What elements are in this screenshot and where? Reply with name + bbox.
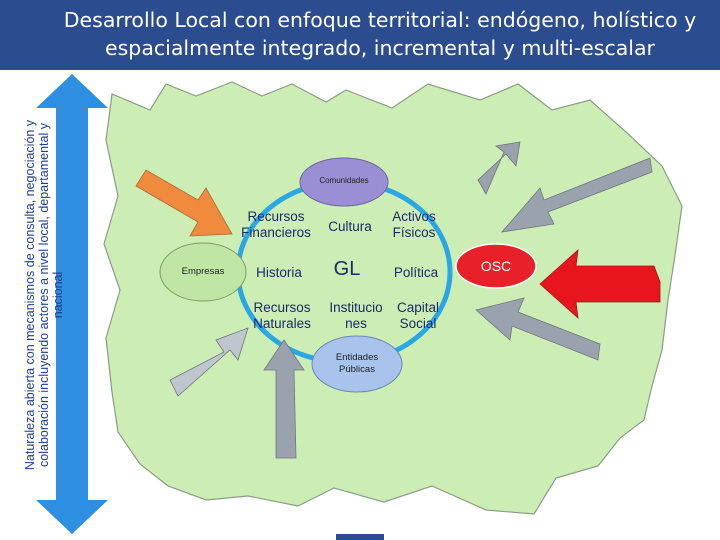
cultura: Cultura: [328, 219, 372, 234]
recursos-financieros: Recursos Financieros: [241, 209, 311, 240]
politica: Política: [393, 265, 439, 280]
recursos-naturales: Recursos Naturales: [253, 300, 311, 331]
vertical-double-arrow: [36, 74, 108, 534]
capital-social: Capital Social: [396, 300, 440, 331]
osc-oval: [455, 243, 537, 289]
instituciones: Institucio nes: [329, 300, 383, 331]
entidades-label: Entidades Públicas: [335, 352, 379, 375]
activos-fisicos: Activos Físicos: [392, 209, 436, 240]
grey-arrow-upper: [477, 141, 521, 195]
territory-shape: [103, 81, 683, 515]
grey-arrow-bottom-right: [475, 297, 601, 361]
empresas-label: Empresas: [181, 266, 225, 277]
vertical-caption: Naturaleza abierta con mecanismos de con…: [23, 119, 65, 471]
orange-arrow: [135, 169, 233, 237]
comunidades-oval: [299, 157, 389, 207]
title-bar: [0, 0, 720, 70]
page-title: Desarrollo Local con enfoque territorial…: [63, 8, 697, 60]
historia: Historia: [256, 265, 302, 280]
osc-label: OSC: [480, 258, 512, 274]
grey-arrow-top-right: [500, 157, 653, 233]
empresas-oval: [159, 242, 247, 302]
red-arrow: [539, 248, 661, 320]
bottom-tab: [336, 534, 384, 540]
entidades-oval: [311, 335, 403, 393]
grey-arrow-bottom-left: [169, 327, 249, 397]
grey-arrow-bottom: [263, 339, 305, 459]
gl-label: GL: [333, 258, 361, 280]
comunidades-label: Comunidades: [319, 176, 369, 185]
